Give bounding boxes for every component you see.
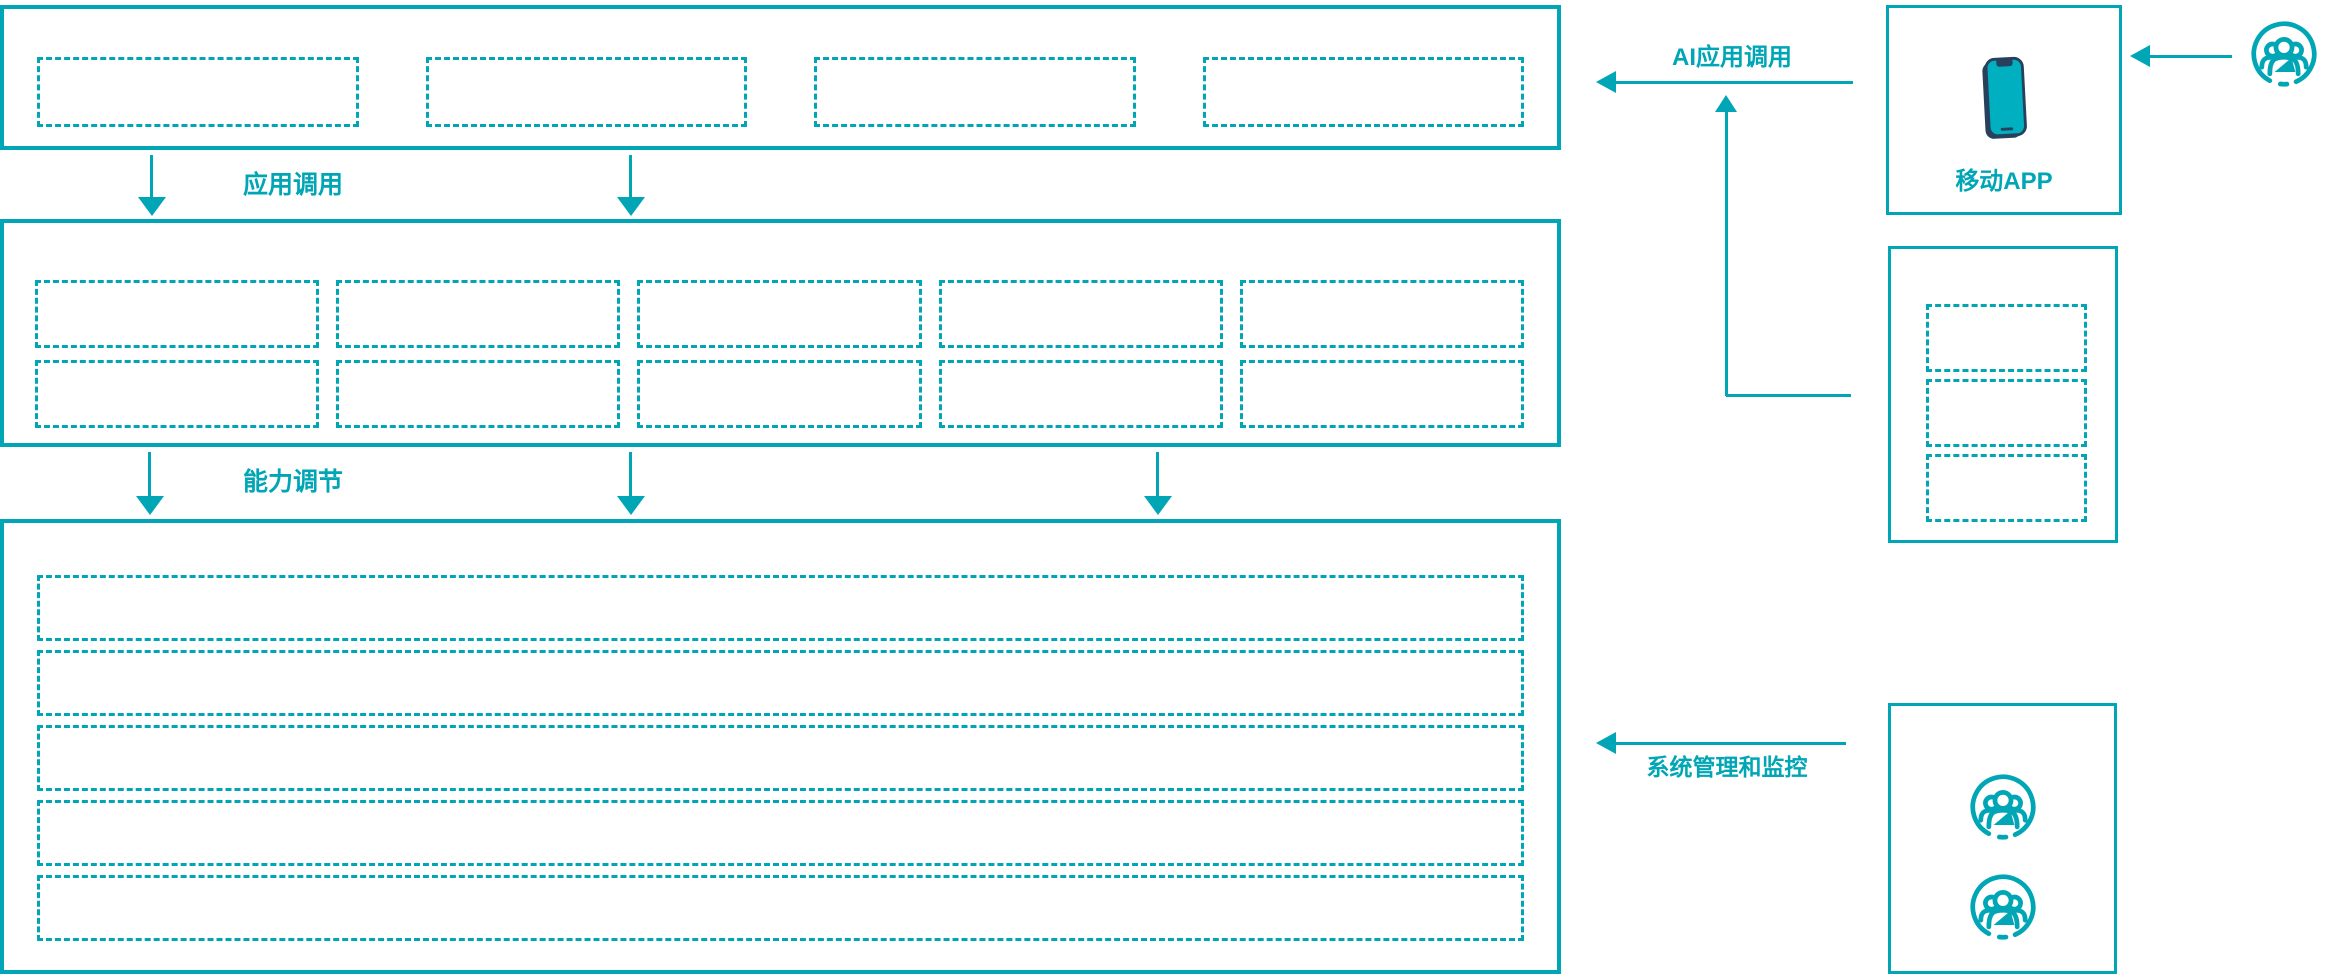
placeholder-box: [35, 360, 320, 428]
down-arrow: [136, 496, 164, 515]
placeholder-row: [37, 800, 1524, 866]
left-arrow: [2130, 45, 2150, 67]
users-icon: [1969, 873, 2037, 941]
side-panel-box: [1888, 246, 2118, 543]
placeholder-box: [1926, 304, 2087, 372]
placeholder-box: [1239, 280, 1524, 348]
placeholder-box: [35, 280, 320, 348]
users-icon: [2250, 21, 2318, 92]
placeholder-box: [37, 57, 359, 127]
placeholder-row: [37, 725, 1524, 791]
placeholder-box: [938, 280, 1223, 348]
connector-line: [1156, 452, 1159, 498]
bottom-layer-rows: [37, 575, 1524, 941]
placeholder-box: [1926, 454, 2087, 522]
placeholder-box: [637, 280, 922, 348]
capability-adjust-label: 能力调节: [243, 468, 344, 496]
mobile-app-label: 移动APP: [1955, 168, 2053, 195]
placeholder-box: [425, 57, 747, 127]
up-arrow: [1715, 95, 1737, 112]
top-layer-placeholders: [37, 57, 1524, 127]
connector-line: [1616, 81, 1853, 84]
system-monitor-label: 系统管理和监控: [1646, 754, 1808, 780]
app-call-label: 应用调用: [243, 171, 344, 199]
users-icon: [1969, 773, 2037, 841]
placeholder-box: [637, 360, 922, 428]
down-arrow: [617, 197, 645, 216]
placeholder-box: [814, 57, 1136, 127]
admin-users-icons: [1888, 703, 2117, 974]
middle-layer-placeholders: [35, 280, 1524, 428]
placeholder-box: [336, 360, 621, 428]
placeholder-row: [37, 875, 1524, 941]
placeholder-box: [938, 360, 1223, 428]
ai-app-call-label: AI应用调用: [1672, 44, 1792, 71]
placeholder-box: [336, 280, 621, 348]
connector-line: [629, 155, 632, 199]
placeholder-row: [37, 650, 1524, 716]
placeholder-row: [37, 575, 1524, 641]
side-panel-placeholders: [1926, 304, 2087, 522]
connector-line: [2150, 55, 2232, 58]
smartphone-icon: [1980, 56, 2028, 144]
connector-line: [1725, 112, 1728, 396]
left-arrow: [1596, 732, 1616, 754]
connector-line: [150, 155, 153, 199]
connector-line: [1616, 742, 1846, 745]
down-arrow: [1144, 496, 1172, 515]
connector-line: [1726, 394, 1851, 397]
placeholder-box: [1239, 360, 1524, 428]
left-arrow: [1596, 71, 1616, 93]
placeholder-box: [1202, 57, 1524, 127]
connector-line: [148, 452, 151, 498]
external-user-icon: [2250, 20, 2318, 93]
down-arrow: [617, 496, 645, 515]
placeholder-box: [1926, 379, 2087, 447]
connector-line: [629, 452, 632, 498]
down-arrow: [138, 197, 166, 216]
